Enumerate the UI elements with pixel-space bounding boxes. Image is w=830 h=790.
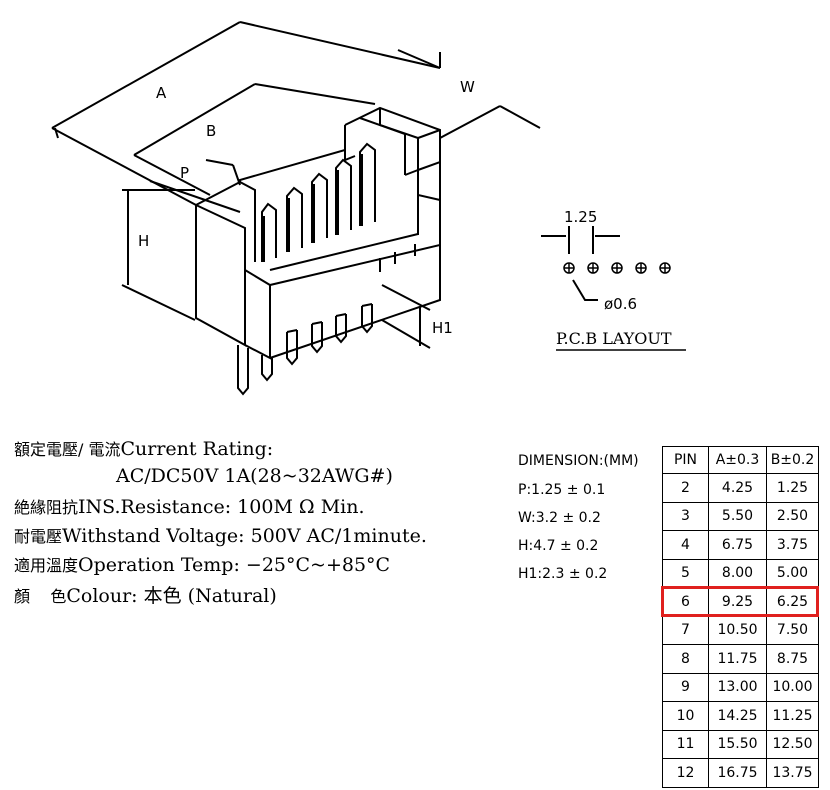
cell-b: 7.50 — [766, 615, 819, 645]
cell-a: 5.50 — [708, 501, 767, 531]
connector-pins-top — [261, 142, 376, 262]
pcb-hole-label: ø0.6 — [604, 295, 637, 313]
spec-line-voltage: 耐電壓Withstand Voltage: 500V AC/1minute. — [14, 525, 427, 547]
cell-pin: 7 — [662, 615, 709, 645]
cell-b: 13.75 — [766, 758, 819, 788]
pcb-pitch-label: 1.25 — [564, 208, 597, 226]
label-h1: H1 — [432, 319, 453, 337]
header-pin: PIN — [662, 446, 709, 474]
cell-pin: 5 — [662, 558, 709, 588]
cell-a: 13.00 — [708, 672, 767, 702]
cell-a: 11.75 — [708, 644, 767, 674]
dimension-b: B — [133, 83, 376, 196]
label-a: A — [156, 84, 167, 102]
cell-pin: 12 — [662, 758, 709, 788]
connector-drawing: A B P W H H1 — [51, 21, 686, 396]
dimension-w: W — [397, 49, 541, 139]
pcb-title: P.C.B LAYOUT — [556, 329, 672, 348]
cell-b: 8.75 — [766, 644, 819, 674]
connector-pins-bottom — [237, 303, 373, 396]
cell-a: 8.00 — [708, 558, 767, 588]
dimension-h: H — [121, 189, 196, 321]
cell-pin: 3 — [662, 501, 709, 531]
cell-pin: 2 — [662, 473, 709, 503]
cell-b: 12.50 — [766, 729, 819, 759]
table-header-row: PIN A±0.3 B±0.2 — [662, 446, 819, 474]
cell-pin: 6 — [662, 587, 709, 617]
dimension-p: P — [149, 159, 241, 213]
cell-pin: 9 — [662, 672, 709, 702]
cell-a: 14.25 — [708, 701, 767, 731]
label-p: P — [180, 164, 189, 182]
cell-b: 11.25 — [766, 701, 819, 731]
dimension-item: H:4.7 ± 0.2 — [518, 538, 599, 554]
cell-b: 10.00 — [766, 672, 819, 702]
spec-line-resistance: 絶緣阻抗INS.Resistance: 100M Ω Min. — [14, 496, 365, 518]
label-h: H — [138, 232, 149, 250]
cell-pin: 10 — [662, 701, 709, 731]
spec-line-temp: 適用溫度Operation Temp: −25°C~+85°C — [14, 554, 391, 576]
cell-a: 6.75 — [708, 530, 767, 560]
spec-line-colour: 顏 色Colour: 本色 (Natural) — [14, 585, 277, 607]
cell-pin: 8 — [662, 644, 709, 674]
dimension-title: DIMENSION:(MM) — [518, 453, 639, 469]
dimension-item: H1:2.3 ± 0.2 — [518, 566, 608, 582]
header-a: A±0.3 — [708, 446, 767, 474]
dimension-a: A — [51, 21, 441, 206]
cell-b: 2.50 — [766, 501, 819, 531]
cell-pin: 11 — [662, 729, 709, 759]
header-b: B±0.2 — [766, 446, 819, 474]
spec-line-rating: 額定電壓/ 電流Current Rating: — [14, 438, 274, 460]
cell-a: 4.25 — [708, 473, 767, 503]
cell-a: 16.75 — [708, 758, 767, 788]
cell-a: 15.50 — [708, 729, 767, 759]
label-w: W — [460, 78, 475, 96]
dimension-item: P:1.25 ± 0.1 — [518, 482, 606, 498]
cell-a: 10.50 — [708, 615, 767, 645]
cell-b: 1.25 — [766, 473, 819, 503]
pcb-layout: 1.25 ø0.6 P.C.B LAYOUT — [541, 208, 686, 351]
spec-line-rating-value: AC/DC50V 1A(28~32AWG#) — [116, 465, 393, 487]
connector-body — [195, 106, 441, 360]
label-b: B — [206, 122, 216, 140]
cell-b: 3.75 — [766, 530, 819, 560]
cell-b: 5.00 — [766, 558, 819, 588]
cell-a: 9.25 — [708, 587, 767, 617]
dimension-item: W:3.2 ± 0.2 — [518, 510, 601, 526]
cell-pin: 4 — [662, 530, 709, 560]
cell-b: 6.25 — [766, 587, 819, 617]
